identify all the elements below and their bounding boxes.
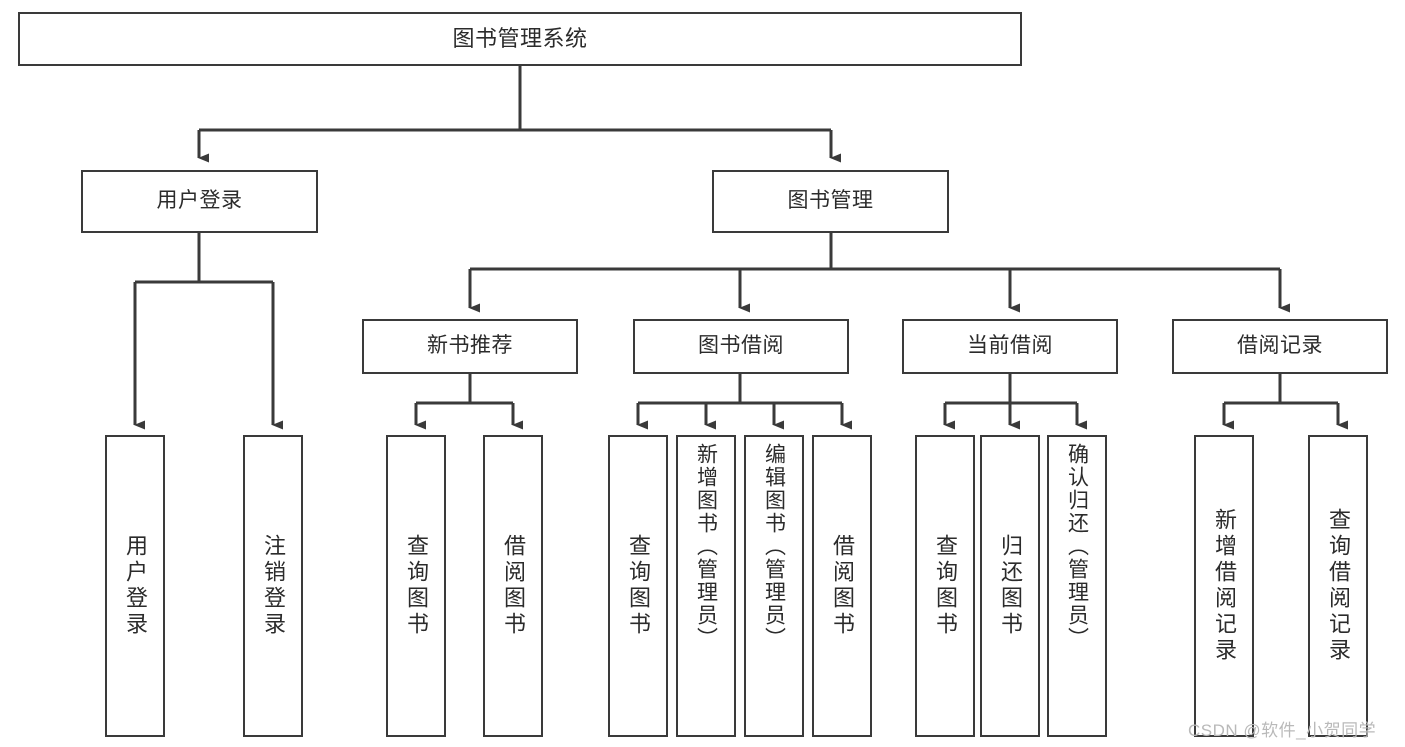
node-leaf-query-book-recommend[interactable]: 查询图书 xyxy=(386,435,446,737)
node-label: 用户登录 xyxy=(123,534,148,638)
node-label: 归还图书 xyxy=(998,534,1023,638)
node-label: 当前借阅 xyxy=(967,334,1053,358)
node-label: 图书管理系统 xyxy=(452,26,588,52)
node-label: 编辑图书（管理员） xyxy=(762,443,786,650)
node-root-book-management-system[interactable]: 图书管理系统 xyxy=(18,12,1022,66)
node-leaf-user-login[interactable]: 用户登录 xyxy=(105,435,165,737)
node-label: 查询借阅记录 xyxy=(1326,508,1351,664)
node-label: 查询图书 xyxy=(626,534,651,638)
node-borrow-record[interactable]: 借阅记录 xyxy=(1172,319,1388,374)
node-label: 查询图书 xyxy=(933,534,958,638)
node-leaf-return-book[interactable]: 归还图书 xyxy=(980,435,1040,737)
node-label: 新增借阅记录 xyxy=(1212,508,1237,664)
node-book-management[interactable]: 图书管理 xyxy=(712,170,949,233)
node-new-book-recommend[interactable]: 新书推荐 xyxy=(362,319,578,374)
node-leaf-query-book-current[interactable]: 查询图书 xyxy=(915,435,975,737)
node-leaf-borrow-book[interactable]: 借阅图书 xyxy=(812,435,872,737)
node-label: 借阅记录 xyxy=(1237,334,1323,358)
node-leaf-edit-book[interactable]: 编辑图书（管理员） xyxy=(744,435,804,737)
node-book-borrow[interactable]: 图书借阅 xyxy=(633,319,849,374)
node-label: 借阅图书 xyxy=(501,534,526,638)
node-label: 借阅图书 xyxy=(830,534,855,638)
node-leaf-add-borrow-record[interactable]: 新增借阅记录 xyxy=(1194,435,1254,737)
node-leaf-query-book-borrow[interactable]: 查询图书 xyxy=(608,435,668,737)
node-label: 用户登录 xyxy=(156,189,243,213)
watermark-text: CSDN @软件_小贺同学 xyxy=(1188,721,1377,740)
node-label: 新书推荐 xyxy=(427,334,513,358)
node-leaf-logout-login[interactable]: 注销登录 xyxy=(243,435,303,737)
node-leaf-query-borrow-record[interactable]: 查询借阅记录 xyxy=(1308,435,1368,737)
node-leaf-confirm-return[interactable]: 确认归还（管理员） xyxy=(1047,435,1107,737)
node-label: 注销登录 xyxy=(261,534,286,638)
node-label: 确认归还（管理员） xyxy=(1065,443,1089,650)
node-label: 图书借阅 xyxy=(698,334,784,358)
node-label: 查询图书 xyxy=(404,534,429,638)
node-user-login[interactable]: 用户登录 xyxy=(81,170,318,233)
node-label: 图书管理 xyxy=(787,189,874,213)
node-leaf-add-book[interactable]: 新增图书（管理员） xyxy=(676,435,736,737)
node-current-borrow[interactable]: 当前借阅 xyxy=(902,319,1118,374)
node-leaf-borrow-book-recommend[interactable]: 借阅图书 xyxy=(483,435,543,737)
node-label: 新增图书（管理员） xyxy=(694,443,718,650)
